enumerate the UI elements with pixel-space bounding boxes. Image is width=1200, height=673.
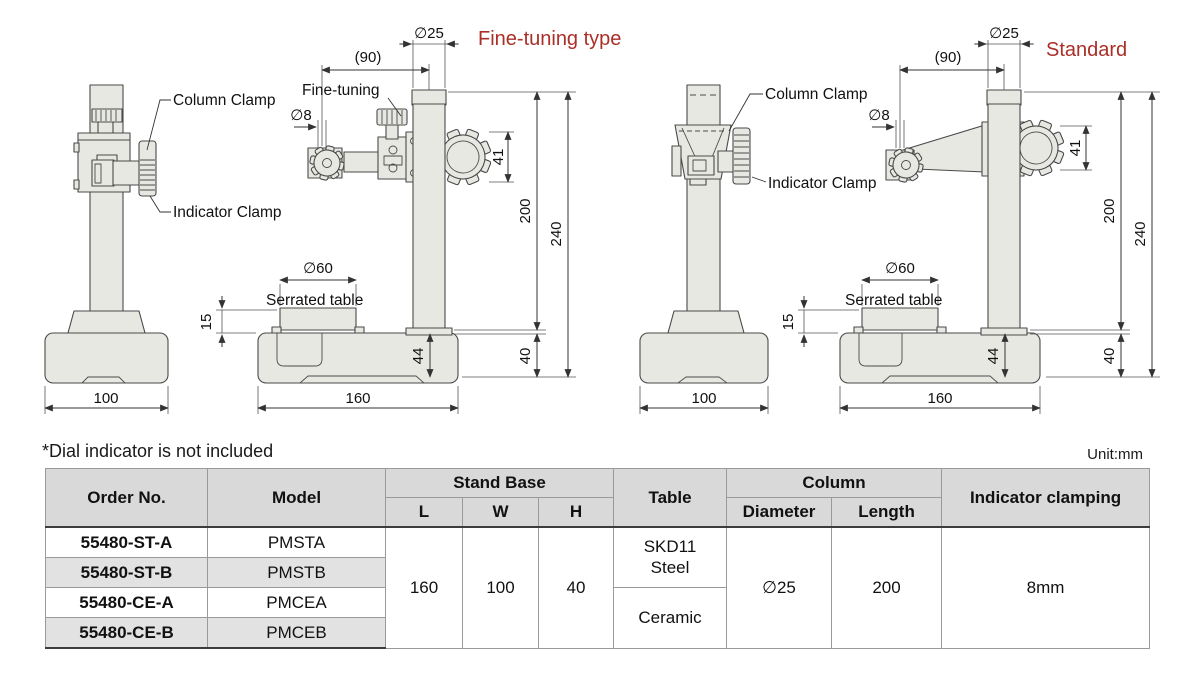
dim-44: 44: [985, 348, 1002, 365]
dim-200: 200: [1101, 198, 1118, 223]
dim-dia60: ∅60: [885, 260, 915, 277]
col-header-order-no: Order No.: [45, 468, 208, 528]
dim-41: 41: [490, 149, 507, 166]
fine-tuning-drawing: 100 Column Clamp Indicator Clamp: [44, 25, 621, 414]
fine-tuning-type-title: Fine-tuning type: [478, 28, 621, 50]
dim-40: 40: [1101, 348, 1118, 365]
table-row: 55480-CE-B PMCEB: [45, 617, 1150, 649]
col-header-stand-base: Stand Base: [384, 468, 615, 498]
col-header-diameter: Diameter: [726, 497, 833, 528]
order-no-cell: 55480-ST-A: [45, 526, 208, 558]
dim-160: 160: [345, 390, 370, 407]
table-material-steel-cell: SKD11 Steel: [613, 526, 728, 588]
col-header-indicator-clamping: Indicator clamping: [941, 468, 1151, 528]
serrated-table-label: Serrated table: [266, 292, 363, 309]
order-no-cell: 55480-CE-B: [45, 617, 208, 649]
dim-100: 100: [691, 390, 716, 407]
model-cell: PMSTB: [207, 557, 386, 588]
dim-240: 240: [1132, 221, 1149, 246]
technical-drawings: 100 Column Clamp Indicator Clamp: [44, 25, 1160, 414]
table-row: 55480-ST-A PMSTA 160 100 40 SKD11 Steel …: [45, 526, 1151, 649]
dim-90: (90): [355, 49, 382, 66]
dim-160: 160: [927, 390, 952, 407]
stand-base-w-cell: 100: [462, 526, 539, 649]
dim-dia25: ∅25: [989, 25, 1019, 42]
stand-base-h-cell: 40: [537, 526, 615, 649]
fine-tuning-label: Fine-tuning: [302, 82, 380, 99]
order-no-cell: 55480-ST-B: [45, 557, 208, 588]
col-header-model: Model: [207, 468, 386, 528]
dim-100: 100: [93, 390, 118, 407]
column-clamp-label: Column Clamp: [173, 92, 276, 109]
col-header-length: Length: [831, 497, 943, 528]
dim-200: 200: [517, 198, 534, 223]
col-header-h: H: [537, 497, 615, 528]
model-cell: PMCEB: [207, 617, 386, 649]
dim-40: 40: [517, 348, 534, 365]
standard-side-view: 100 Column Clamp Indicator Clamp: [639, 84, 877, 414]
dial-indicator-note: *Dial indicator is not included: [42, 441, 274, 461]
dim-15: 15: [198, 314, 215, 331]
table-row: 55480-ST-B PMSTB: [45, 557, 1150, 588]
order-no-cell: 55480-CE-A: [45, 587, 208, 618]
spec-table: Order No. Model Stand Base Table Column …: [45, 468, 1151, 649]
standard-drawing: 100 Column Clamp Indicator Clamp: [639, 25, 1160, 414]
model-cell: PMCEA: [207, 587, 386, 618]
standard-front-view: ∅25 (90) ∅8 41 200 240 40 44: [780, 25, 1160, 414]
col-header-w: W: [462, 497, 539, 528]
column-diameter-cell: ∅25: [726, 526, 833, 649]
model-cell: PMSTA: [207, 526, 386, 558]
dim-15: 15: [780, 314, 797, 331]
dim-41: 41: [1067, 140, 1084, 157]
col-header-table: Table: [613, 468, 728, 528]
indicator-clamp-label: Indicator Clamp: [768, 175, 877, 192]
col-header-l: L: [385, 497, 463, 528]
indicator-clamp-label: Indicator Clamp: [173, 204, 282, 221]
serrated-table-label: Serrated table: [845, 292, 942, 309]
fine-tuning-side-view: 100 Column Clamp Indicator Clamp: [44, 84, 282, 414]
dim-44: 44: [410, 348, 427, 365]
column-clamp-label: Column Clamp: [765, 86, 868, 103]
table-row: 55480-CE-A PMCEA Ceramic: [45, 587, 1150, 649]
dim-dia8: ∅8: [290, 107, 311, 124]
dim-240: 240: [548, 221, 565, 246]
dim-90: (90): [935, 49, 962, 66]
dim-dia60: ∅60: [303, 260, 333, 277]
stand-base-l-cell: 160: [385, 526, 463, 649]
dim-dia8: ∅8: [868, 107, 889, 124]
dim-dia25: ∅25: [414, 25, 444, 42]
column-length-cell: 200: [831, 526, 943, 649]
fine-tuning-front-view: ∅25 (90) ∅8 Fine-tuning 41 200 240 40: [198, 25, 576, 414]
indicator-clamping-cell: 8mm: [941, 526, 1151, 649]
standard-title: Standard: [1046, 39, 1127, 61]
unit-label: Unit:mm: [1087, 446, 1143, 463]
col-header-column: Column: [726, 468, 943, 498]
table-material-ceramic-cell: Ceramic: [613, 587, 728, 649]
